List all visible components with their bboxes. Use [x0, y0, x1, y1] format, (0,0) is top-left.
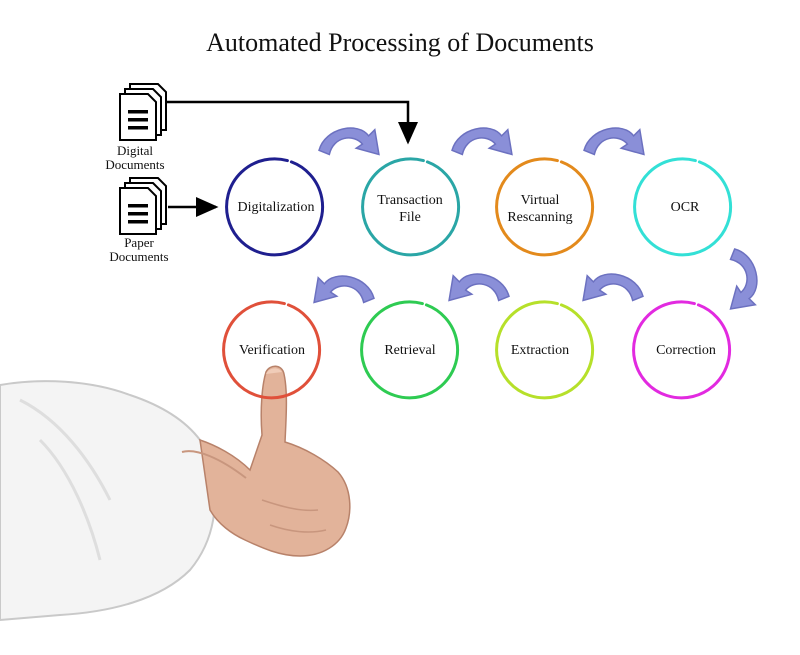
step-correction-label: Correction — [656, 342, 716, 358]
step-extraction-circle — [495, 300, 595, 400]
step-digitalization-label: Digitalization — [237, 199, 315, 215]
step-correction-circle — [632, 300, 732, 400]
arrow-digitalization-to-transaction — [318, 127, 380, 156]
arrow-ocr-to-correction — [729, 248, 758, 310]
digital-documents-label: Digital Documents — [92, 144, 178, 172]
step-transaction-file-circle — [361, 157, 461, 257]
step-extraction-label: Extraction — [510, 342, 570, 358]
paper-documents-label-line2: Documents — [109, 249, 169, 264]
arrow-transaction-to-rescanning — [451, 127, 513, 156]
step-virtual-rescanning-circle — [495, 157, 595, 257]
paper-documents-label: Paper Documents — [96, 236, 182, 264]
diagram-title: Automated Processing of Documents — [206, 28, 594, 57]
digital-documents-label-line1: Digital — [116, 143, 154, 158]
arrow-rescanning-to-ocr — [583, 127, 645, 156]
step-digitalization-circle — [225, 157, 325, 257]
step-ocr-circle — [633, 157, 733, 257]
step-verification-label: Verification — [238, 342, 306, 358]
connector-digital-to-transaction — [166, 100, 418, 145]
step-retrieval-label: Retrieval — [384, 342, 436, 358]
step-retrieval-circle — [360, 300, 460, 400]
step-ocr-label: OCR — [670, 199, 700, 215]
paper-documents-label-line1: Paper — [124, 235, 154, 250]
arrow-correction-to-extraction — [582, 273, 644, 302]
hand-pointing-image — [0, 365, 351, 622]
arrow-retrieval-to-verification — [313, 275, 375, 304]
step-verification-circle — [222, 300, 322, 400]
arrow-extraction-to-retrieval — [448, 273, 510, 302]
digital-documents-label-line2: Documents — [105, 157, 165, 172]
step-virtual-rescanning-label: Virtual Rescanning — [507, 193, 573, 225]
documents-stack-icon — [119, 83, 167, 141]
documents-stack-icon — [119, 177, 167, 235]
step-transaction-file-label: Transaction File — [377, 193, 443, 225]
